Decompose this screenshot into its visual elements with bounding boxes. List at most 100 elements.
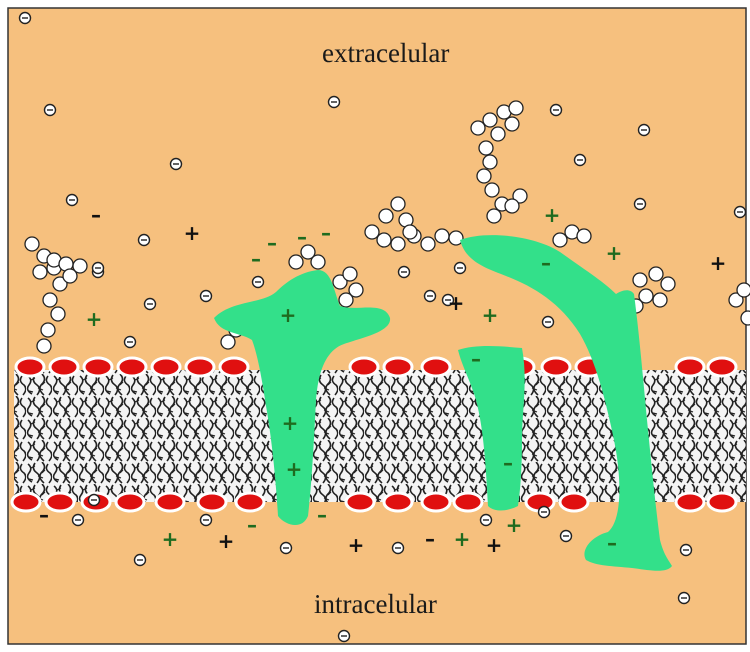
ion [73, 515, 84, 526]
lipid-head [12, 493, 40, 511]
ion [89, 495, 100, 506]
ion [171, 159, 182, 170]
lipid-head [422, 358, 450, 376]
sugar-bead [403, 225, 417, 239]
ion [551, 105, 562, 116]
sugar-bead [421, 237, 435, 251]
ion [425, 291, 436, 302]
sugar-bead [311, 255, 325, 269]
negative-charge: – [39, 503, 49, 527]
lipid-head [84, 358, 112, 376]
sugar-bead [509, 101, 523, 115]
sugar-bead [365, 225, 379, 239]
positive-charge: + [86, 307, 103, 331]
lipid-head [708, 493, 736, 511]
ion [481, 515, 492, 526]
ion [339, 631, 350, 642]
sugar-bead [289, 255, 303, 269]
ion [20, 13, 31, 24]
ion [539, 507, 550, 518]
sugar-bead [505, 117, 519, 131]
lipid-head [542, 358, 570, 376]
sugar-bead [379, 209, 393, 223]
ion [735, 207, 746, 218]
sugar-bead [221, 335, 235, 349]
ion [561, 531, 572, 542]
ion [139, 235, 150, 246]
negative-charge: – [471, 347, 481, 371]
negative-charge: – [607, 531, 617, 555]
ion [45, 105, 56, 116]
sugar-bead [73, 259, 87, 273]
lipid-head [676, 358, 704, 376]
lipid-head [16, 358, 44, 376]
positive-charge: + [454, 527, 471, 551]
lipid-head [156, 493, 184, 511]
lipid-head [560, 493, 588, 511]
lipid-head [152, 358, 180, 376]
positive-charge: + [486, 533, 503, 557]
sugar-bead [471, 121, 485, 135]
ion [253, 277, 264, 288]
sugar-bead [43, 293, 57, 307]
negative-charge: – [297, 225, 307, 249]
positive-charge: + [506, 513, 523, 537]
sugar-bead [633, 273, 647, 287]
ion [543, 317, 554, 328]
intracellular-label: intracelular [314, 589, 437, 619]
sugar-bead [339, 293, 353, 307]
negative-charge: – [425, 527, 435, 551]
lipid-head [676, 493, 704, 511]
sugar-bead [505, 199, 519, 213]
positive-charge: + [482, 303, 499, 327]
positive-charge: + [282, 411, 299, 435]
ion [455, 263, 466, 274]
ion [145, 299, 156, 310]
ion [67, 195, 78, 206]
lipid-head [708, 358, 736, 376]
ion [393, 543, 404, 554]
positive-charge: + [162, 527, 179, 551]
positive-charge: + [348, 533, 365, 557]
sugar-bead [391, 197, 405, 211]
negative-charge: – [267, 231, 277, 255]
lipid-head [236, 493, 264, 511]
sugar-bead [553, 233, 567, 247]
negative-charge: – [503, 451, 513, 475]
sugar-bead [343, 267, 357, 281]
positive-charge: + [448, 291, 465, 315]
sugar-bead [491, 127, 505, 141]
ion [639, 125, 650, 136]
sugar-bead [741, 311, 750, 325]
sugar-bead [737, 283, 750, 297]
negative-charge: – [91, 203, 101, 227]
sugar-bead [377, 233, 391, 247]
sugar-bead [477, 169, 491, 183]
sugar-bead [485, 183, 499, 197]
sugar-bead [25, 237, 39, 251]
negative-charge: – [541, 251, 551, 275]
lipid-head [186, 358, 214, 376]
ion [399, 267, 410, 278]
sugar-bead [449, 231, 463, 245]
ion [135, 555, 146, 566]
lipid-head [198, 493, 226, 511]
sugar-bead [41, 323, 55, 337]
lipid-head [454, 493, 482, 511]
sugar-bead [33, 265, 47, 279]
lipid-head [350, 358, 378, 376]
ion [281, 543, 292, 554]
sugar-bead [487, 209, 501, 223]
sugar-bead [435, 229, 449, 243]
sugar-bead [483, 155, 497, 169]
positive-charge: + [606, 241, 623, 265]
ion [681, 545, 692, 556]
positive-charge: + [710, 251, 727, 275]
extracellular-label: extracelular [322, 38, 449, 68]
negative-charge: – [247, 513, 257, 537]
sugar-bead [653, 293, 667, 307]
lipid-head [116, 493, 144, 511]
ion [93, 263, 104, 274]
sugar-bead [37, 339, 51, 353]
